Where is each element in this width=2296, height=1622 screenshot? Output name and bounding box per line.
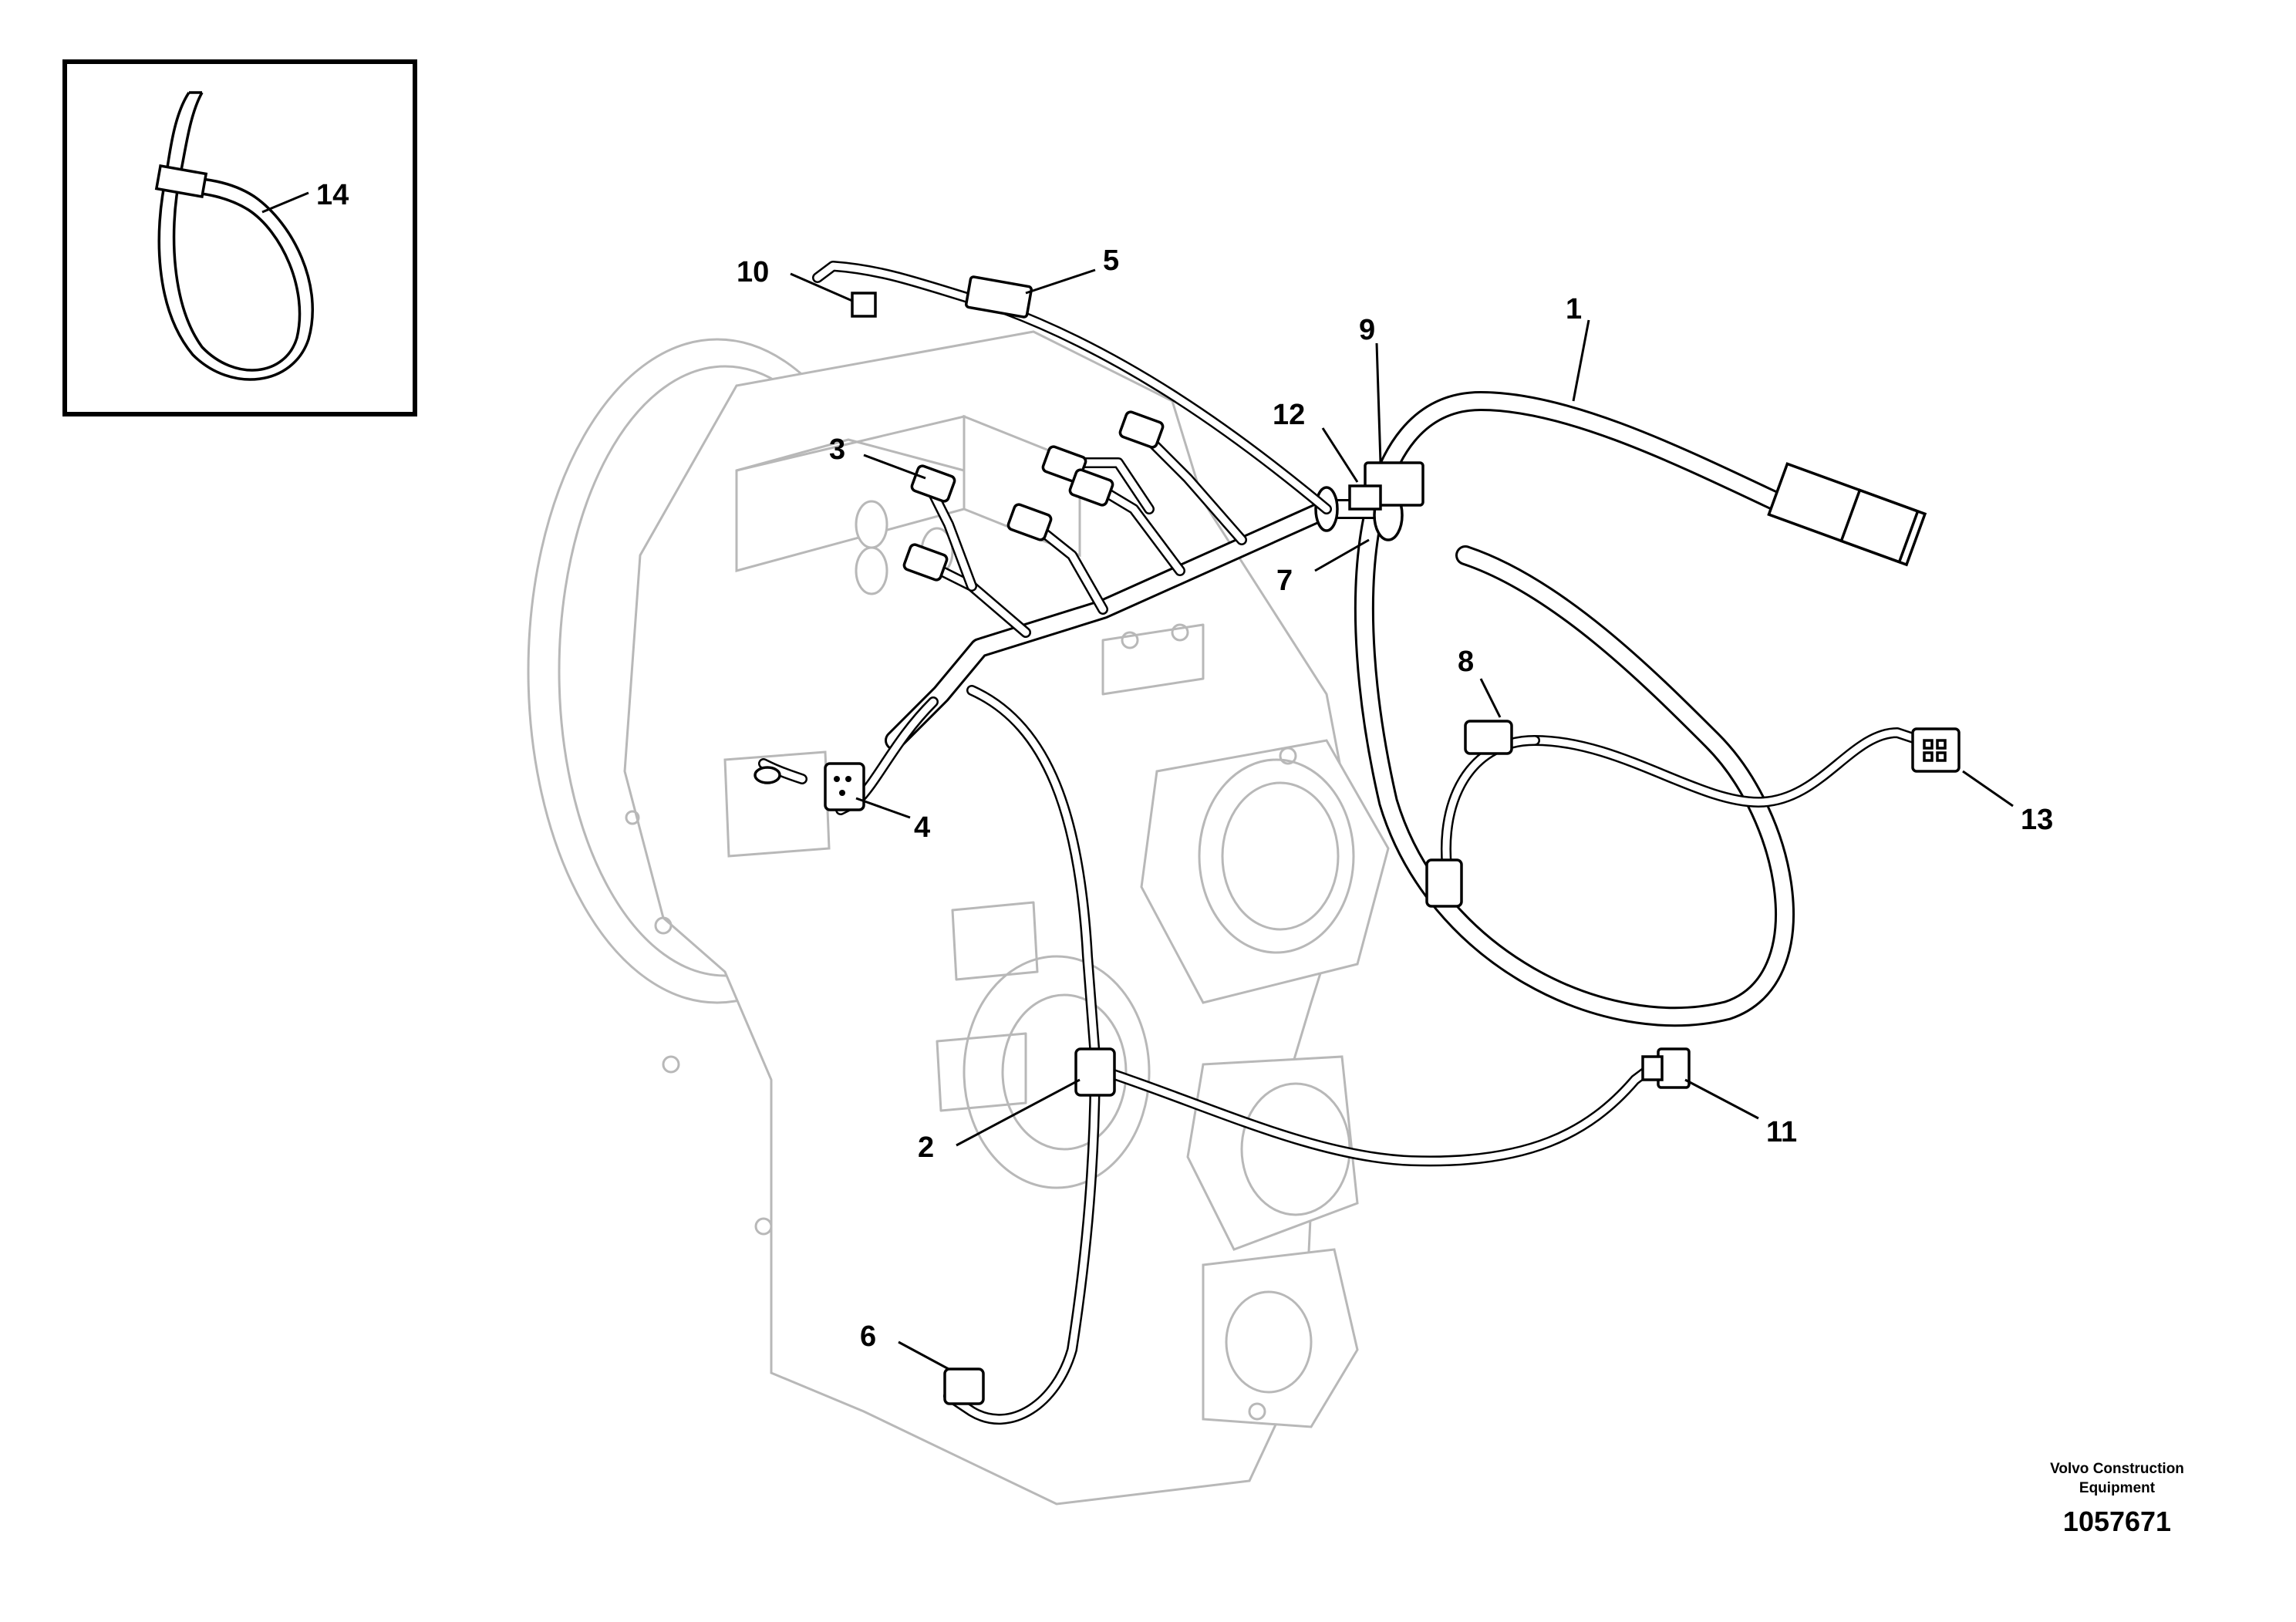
callout-4: 4: [914, 811, 930, 844]
callout-1: 1: [1566, 293, 1582, 325]
callout-10: 10: [737, 256, 769, 288]
sensor-connectors: [902, 410, 1165, 582]
main-connector: [1767, 462, 1927, 567]
connector-5: [965, 275, 1033, 319]
callout-11: 11: [1766, 1116, 1797, 1148]
callout-14: 14: [316, 179, 349, 211]
junction-sleeve-2: [1074, 1047, 1116, 1097]
connector-9-12: [1348, 461, 1424, 511]
leader-lines: [261, 191, 2014, 1371]
connector-13: [1911, 727, 1961, 773]
callout-6: 6: [860, 1320, 876, 1353]
connector-10: [851, 292, 877, 318]
callout-13: 13: [2021, 804, 2053, 836]
caption-line-1: Volvo Construction: [2050, 1461, 2184, 1477]
loop-sensor-connector: [1425, 858, 1463, 908]
callout-7: 7: [1276, 565, 1293, 597]
drawing-number: 1057671: [2063, 1506, 2171, 1537]
callout-2: 2: [918, 1131, 934, 1164]
inset-cable-tie: [62, 59, 417, 416]
connector-6: [943, 1367, 985, 1405]
connector-11: [1641, 1047, 1691, 1089]
callout-9: 9: [1359, 314, 1375, 346]
diagram-caption: Volvo Construction Equipment 1057671: [2050, 1461, 2184, 1537]
transmission-housing: [527, 330, 1390, 1506]
callout-labels: 1 2 3 4 5 6 7 8 9 10 11 12 13 14: [316, 179, 2053, 1353]
callout-12: 12: [1273, 399, 1305, 431]
connector-8: [1464, 720, 1513, 755]
connector-4: [754, 762, 865, 811]
callout-5: 5: [1103, 244, 1119, 277]
callout-3: 3: [829, 433, 845, 466]
caption-line-2: Equipment: [2079, 1480, 2156, 1496]
callout-8: 8: [1458, 646, 1474, 678]
